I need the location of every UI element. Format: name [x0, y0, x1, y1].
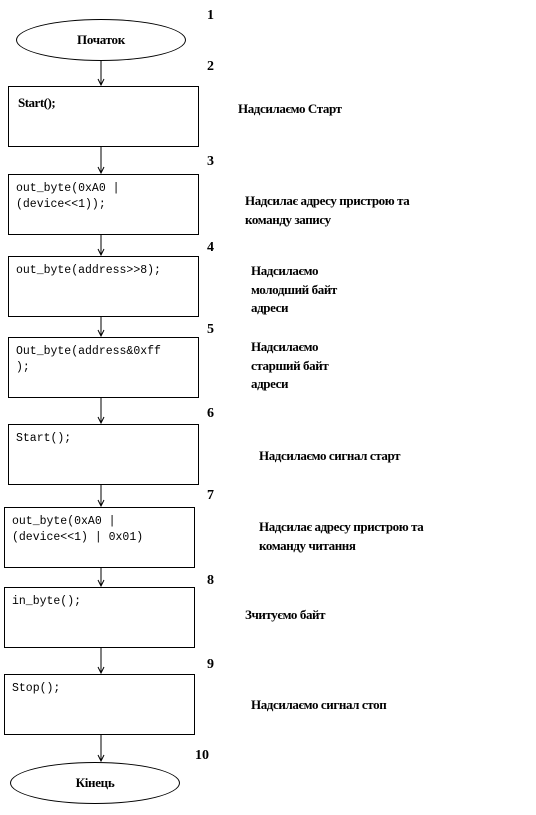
step-3-process-box: out_byte(0xA0 | (device<<1));	[8, 174, 199, 235]
arrowhead-6	[97, 499, 105, 508]
step-2-comment: Надсилаємо Старт	[238, 101, 342, 116]
step-10-number: 10	[195, 748, 209, 763]
step-8-process-box: in_byte();	[4, 587, 195, 648]
step-7-process-box: out_byte(0xA0 | (device<<1) | 0x01)	[4, 507, 195, 568]
step-6-comment: Надсилаємо сигнал старт	[259, 448, 401, 463]
step-8-comment: Зчитуємо байт	[245, 607, 326, 622]
step-4-comment: Надсилаємо молодший байт адреси	[251, 263, 337, 315]
arrowhead-5	[97, 416, 105, 425]
step-6-number: 6	[207, 406, 214, 421]
arrowhead-7	[97, 579, 105, 588]
step-4-process-box: out_byte(address>>8);	[8, 256, 199, 317]
arrowhead-3	[97, 248, 105, 257]
step-4-number: 4	[207, 240, 214, 255]
step-7-comment: Надсилає адресу пристрою та команду чита…	[259, 519, 424, 553]
step-5-process-box: Out_byte(address&0xff );	[8, 337, 199, 398]
step-2-process-box: Start();	[8, 86, 199, 147]
step-2-number: 2	[207, 59, 214, 74]
step-5-comment: Надсилаємо старший байт адреси	[251, 339, 329, 391]
step-9-process-box: Stop();	[4, 674, 195, 735]
step-9-number: 9	[207, 657, 214, 672]
step-8-number: 8	[207, 573, 214, 588]
arrowhead-2	[97, 166, 105, 175]
arrowhead-1	[97, 78, 105, 87]
step-9-comment: Надсилаємо сигнал стоп	[251, 697, 387, 712]
arrowhead-4	[97, 329, 105, 338]
arrowhead-9	[97, 754, 105, 763]
step-7-number: 7	[207, 488, 214, 503]
end-terminal: Кінець	[10, 762, 180, 804]
step-6-process-box: Start();	[8, 424, 199, 485]
step-1-number: 1	[207, 8, 214, 23]
arrowhead-8	[97, 666, 105, 675]
start-terminal: Початок	[16, 19, 186, 61]
step-5-number: 5	[207, 322, 214, 337]
step-3-comment: Надсилає адресу пристрою та команду запи…	[245, 193, 410, 227]
step-3-number: 3	[207, 154, 214, 169]
